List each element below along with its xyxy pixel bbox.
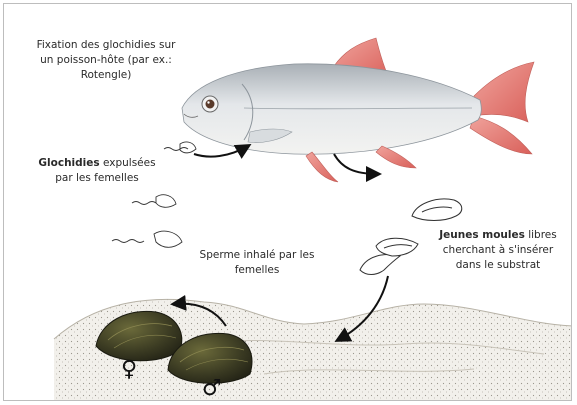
male-symbol: ♂: [202, 378, 222, 400]
label-fixation-text: Fixation des glochidies sur un poisson-h…: [37, 39, 176, 81]
fish-illustration: [182, 38, 534, 182]
label-jeunes-moules: Jeunes moules libres cherchant à s'insér…: [432, 228, 564, 273]
label-fixation: Fixation des glochidies sur un poisson-h…: [36, 38, 176, 83]
glochidium-3: [112, 231, 182, 247]
glochidium-1: [164, 142, 196, 153]
label-glochidies-bold: Glochidies: [38, 157, 99, 169]
female-symbol: ♀: [121, 359, 137, 381]
label-jeunes-bold: Jeunes moules: [439, 229, 525, 241]
diagram-frame: Fixation des glochidies sur un poisson-h…: [3, 3, 572, 401]
label-sperme: Sperme inhalé par les femelles: [192, 248, 322, 278]
label-glochidies: Glochidies expulsées par les femelles: [32, 156, 162, 186]
label-sperme-text: Sperme inhalé par les femelles: [200, 249, 315, 276]
juvenile-mussel-1: [412, 199, 462, 221]
arrow-fish-release: [334, 154, 378, 174]
juvenile-mussel-2: [360, 238, 418, 274]
glochidium-2: [132, 195, 176, 207]
